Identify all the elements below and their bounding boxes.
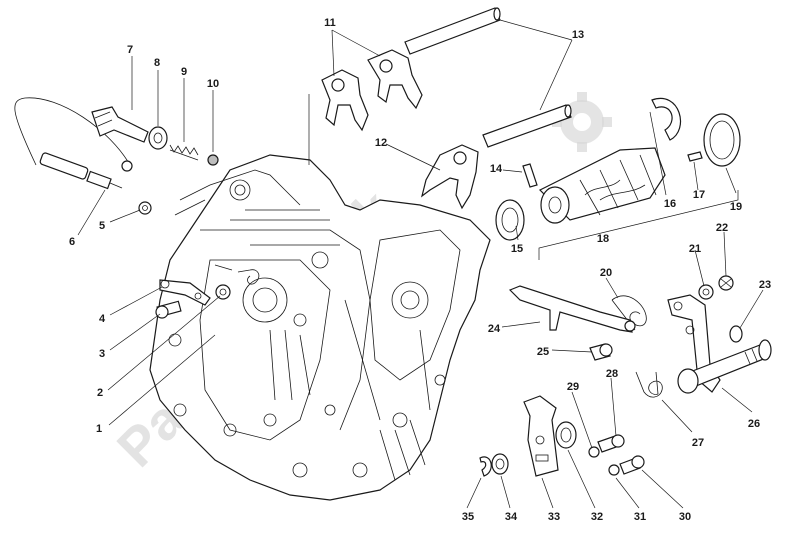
callout-24: 24 <box>488 323 501 335</box>
callout-33: 33 <box>548 511 560 523</box>
callout-3: 3 <box>99 348 105 360</box>
part-ball-10 <box>207 154 219 166</box>
part-spring-9 <box>169 144 199 161</box>
part-screw-28 <box>597 434 625 453</box>
callout-19: 19 <box>730 201 742 213</box>
callout-21: 21 <box>689 243 701 255</box>
part-ring-32 <box>555 421 577 449</box>
part-washer-2 <box>215 284 231 300</box>
part-washer-21 <box>698 284 714 300</box>
part-drum-18 <box>538 147 666 224</box>
part-forks-11 <box>321 49 423 132</box>
callout-17: 17 <box>693 189 705 201</box>
part-ring-15 <box>495 199 525 241</box>
callout-32: 32 <box>591 511 603 523</box>
callout-2: 2 <box>97 387 103 399</box>
callout-30: 30 <box>679 511 691 523</box>
part-fork-12 <box>421 144 479 210</box>
callout-9: 9 <box>181 66 187 78</box>
bracket-18 <box>538 190 739 260</box>
callout-15: 15 <box>511 243 523 255</box>
part-circlip-35 <box>479 456 492 477</box>
part-plug-7 <box>91 106 149 143</box>
part-washer-31 <box>608 464 620 476</box>
part-pin-17 <box>687 151 703 162</box>
part-lever-24 <box>508 285 636 333</box>
part-ring-19 <box>703 113 741 167</box>
part-washer-8 <box>148 126 168 150</box>
callout-5: 5 <box>99 220 105 232</box>
part-circlip-16 <box>651 97 681 141</box>
callout-7: 7 <box>127 44 133 56</box>
callout-26: 26 <box>748 418 760 430</box>
callout-35: 35 <box>462 511 474 523</box>
part-washer-5 <box>138 201 152 215</box>
part-bracket-4 <box>159 279 211 306</box>
part-washer-29 <box>588 446 600 458</box>
part-ring-34 <box>491 453 509 475</box>
part-nut-22 <box>718 275 734 291</box>
part-sensor-cable-6 <box>14 97 133 190</box>
callout-18: 18 <box>597 233 609 245</box>
callout-31: 31 <box>634 511 646 523</box>
callout-23: 23 <box>759 279 771 291</box>
callout-1: 1 <box>96 423 102 435</box>
leader-lines <box>77 19 764 509</box>
callout-34: 34 <box>505 511 518 523</box>
part-shafts-13 <box>404 7 572 148</box>
part-spring-27 <box>635 371 663 398</box>
part-screw-30 <box>619 455 645 475</box>
callout-13: 13 <box>572 29 584 41</box>
part-bolt-25 <box>589 343 613 361</box>
part-pin-14 <box>522 163 538 188</box>
part-spring-small <box>214 264 260 285</box>
callout-16: 16 <box>664 198 676 210</box>
callout-20: 20 <box>600 267 612 279</box>
callout-25: 25 <box>537 346 549 358</box>
callout-4: 4 <box>99 313 106 325</box>
callout-14: 14 <box>490 163 503 175</box>
callout-29: 29 <box>567 381 579 393</box>
part-plate-33 <box>523 395 559 477</box>
part-shaft-26 <box>667 294 772 394</box>
callout-10: 10 <box>207 78 219 90</box>
callout-28: 28 <box>606 368 618 380</box>
callout-22: 22 <box>716 222 728 234</box>
gear-logo-icon <box>552 92 612 152</box>
callout-11: 11 <box>324 17 336 29</box>
part-washer-23 <box>729 325 743 343</box>
callout-27: 27 <box>692 437 704 449</box>
callout-labels: 1 2 3 4 5 6 7 8 9 10 11 12 13 14 15 16 1… <box>69 17 771 523</box>
callout-8: 8 <box>154 57 160 69</box>
callout-12: 12 <box>375 137 387 149</box>
callout-6: 6 <box>69 236 75 248</box>
crankcase <box>149 154 491 501</box>
